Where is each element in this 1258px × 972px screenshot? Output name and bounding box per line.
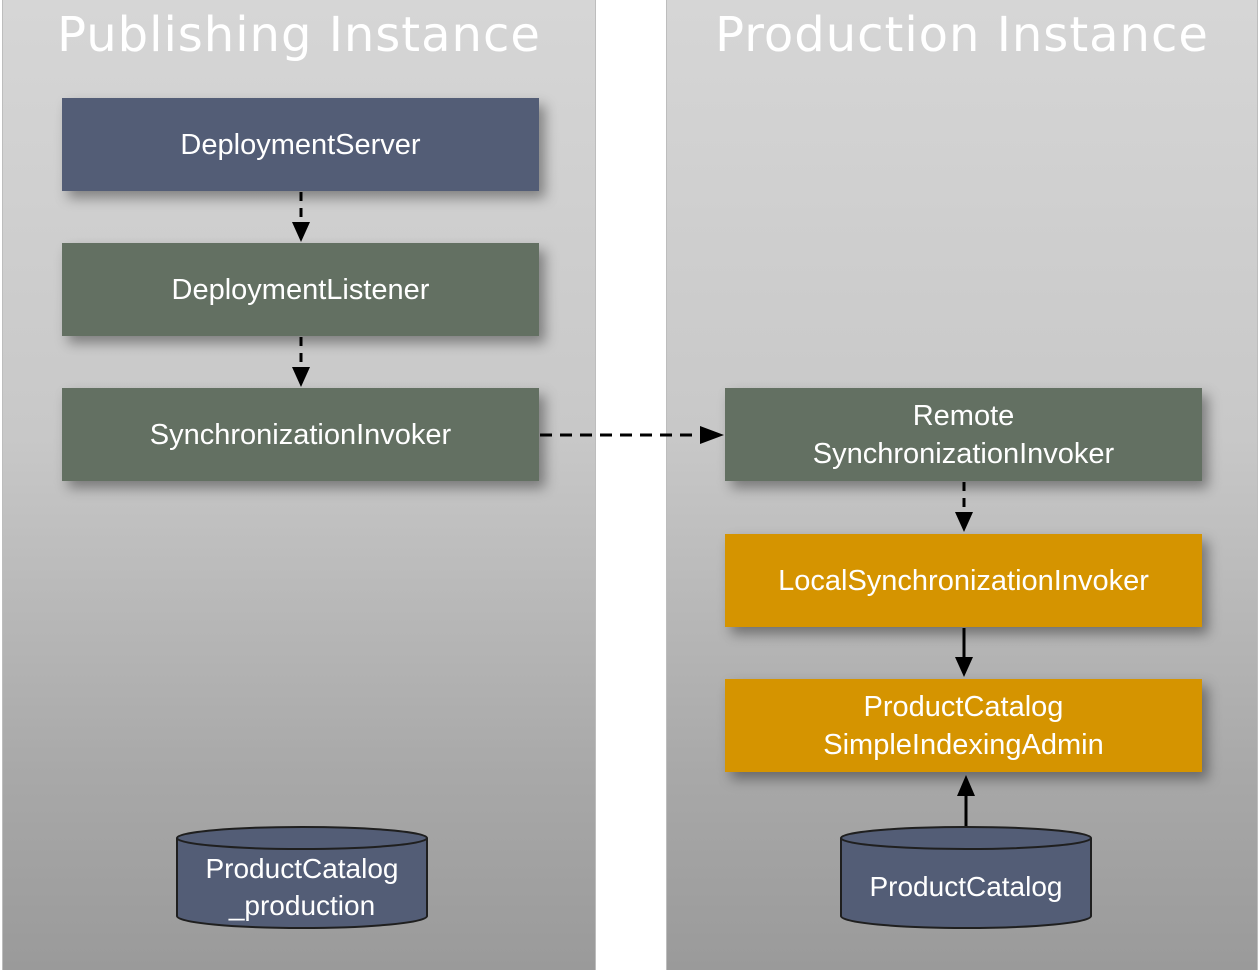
production-instance-panel: Production Instance: [666, 0, 1258, 970]
local-synchronization-invoker-box: LocalSynchronizationInvoker: [725, 534, 1202, 627]
deployment-listener-box: DeploymentListener: [62, 243, 539, 336]
synchronization-invoker-box: SynchronizationInvoker: [62, 388, 539, 481]
product-catalog-database: ProductCatalog: [839, 826, 1093, 930]
database-cylinder-icon: [840, 826, 1092, 929]
database-cylinder-icon: [176, 826, 428, 929]
product-catalog-production-label: ProductCatalog _production: [205, 853, 399, 921]
remote-synchronization-invoker-box: Remote SynchronizationInvoker: [725, 388, 1202, 481]
publishing-instance-title: Publishing Instance: [57, 7, 541, 63]
deployment-server-box: DeploymentServer: [62, 98, 539, 191]
product-catalog-label: ProductCatalog: [869, 871, 1063, 902]
production-instance-title: Production Instance: [715, 7, 1209, 63]
product-catalog-indexing-admin-box: ProductCatalog SimpleIndexingAdmin: [725, 679, 1202, 772]
product-catalog-production-database: ProductCatalog _production: [175, 826, 429, 930]
